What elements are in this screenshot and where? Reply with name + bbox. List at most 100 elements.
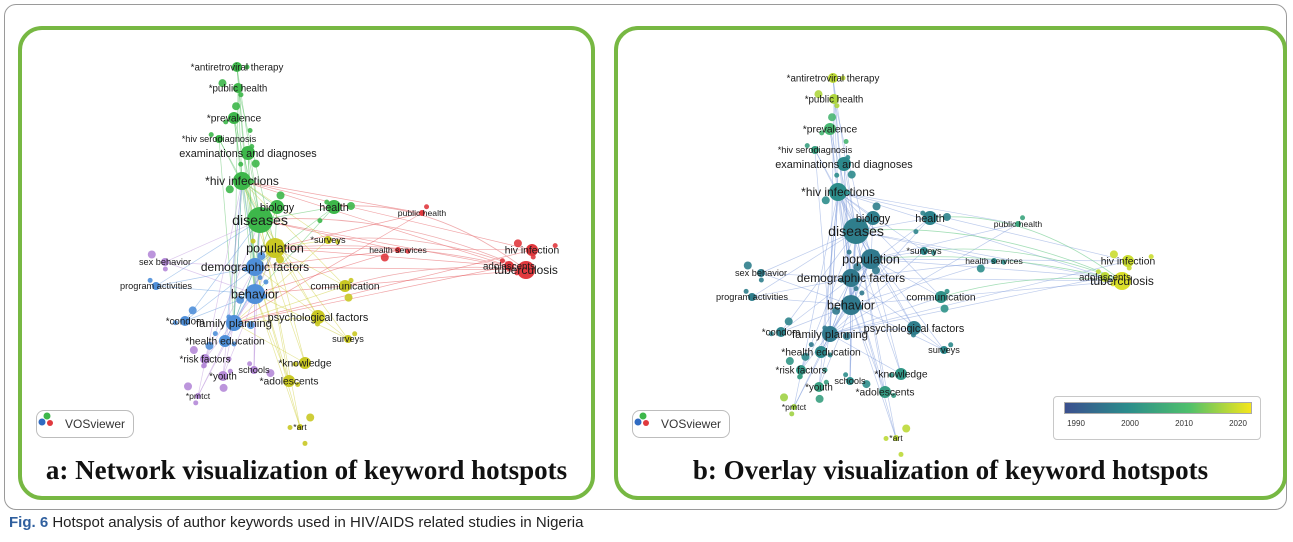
unlabeled-node [227, 368, 233, 374]
link [233, 322, 306, 364]
link [254, 249, 399, 295]
keyword-node [152, 282, 160, 290]
link [832, 77, 852, 279]
keyword-label: *prevalence [207, 114, 262, 125]
keyword-node [829, 183, 847, 201]
unlabeled-node [1020, 215, 1026, 221]
keyword-label: sex behavior [139, 257, 191, 267]
legend-tick: 2000 [1121, 419, 1139, 428]
keyword-node [822, 326, 838, 342]
keyword-label: surveys [928, 345, 960, 355]
long-link [929, 216, 1123, 282]
link [837, 191, 1019, 225]
unlabeled-node [898, 451, 904, 457]
keyword-label: behavior [827, 298, 875, 312]
keyword-node [879, 386, 891, 398]
link [837, 191, 942, 298]
keyword-node [245, 284, 265, 304]
link [849, 304, 852, 382]
keyword-label: *knowledge [278, 359, 332, 370]
link [233, 117, 261, 221]
keyword-node [841, 295, 861, 315]
link [829, 296, 942, 335]
unlabeled-node [1001, 259, 1007, 265]
link [164, 261, 256, 295]
unlabeled-node [246, 321, 255, 330]
link [780, 277, 852, 333]
link [254, 266, 527, 271]
keyword-node [161, 258, 169, 266]
unlabeled-node [944, 288, 950, 294]
keyword-label: diseases [828, 223, 884, 239]
unlabeled-node [238, 92, 244, 98]
keyword-label: communication [906, 293, 976, 304]
keyword-node [757, 269, 765, 277]
unlabeled-node [302, 440, 308, 446]
link [855, 230, 995, 262]
vosviewer-badge: VOSviewer [36, 410, 135, 438]
link [224, 180, 243, 342]
vosviewer-logo-icon [634, 412, 657, 432]
keyword-node [811, 146, 819, 154]
vosviewer-label: VOSviewer [661, 417, 722, 431]
keyword-label: *health education [781, 348, 861, 359]
link [259, 219, 399, 251]
unlabeled-node [822, 367, 828, 373]
link [218, 138, 235, 324]
keyword-label: tuberculosis [494, 263, 558, 277]
keyword-label: surveys [332, 334, 364, 344]
link [197, 322, 235, 397]
link [254, 266, 349, 340]
unlabeled-node [942, 212, 951, 221]
long-link [940, 277, 1123, 298]
unlabeled-node [823, 379, 829, 385]
keyword-label: adolescents [483, 261, 535, 272]
keyword-label: *condom [166, 316, 204, 327]
unlabeled-node [842, 332, 851, 341]
link [829, 223, 1019, 335]
unlabeled-node [219, 383, 228, 392]
unlabeled-node [768, 331, 774, 337]
unlabeled-node [147, 250, 156, 259]
keyword-label: *surveys [310, 235, 346, 245]
figure-caption: Fig. 6 Hotspot analysis of author keywor… [9, 514, 583, 531]
keyword-label: *art [889, 433, 903, 443]
link [829, 250, 925, 335]
unlabeled-node [236, 295, 245, 304]
unlabeled-node [223, 119, 229, 125]
keyword-node [866, 211, 880, 225]
link [233, 266, 256, 324]
panel-a-caption: a: Network visualization of keyword hots… [45, 455, 568, 485]
keyword-node [828, 73, 838, 83]
link [751, 296, 852, 306]
keyword-node [940, 346, 948, 354]
keyword-label: *adolescents [260, 377, 319, 388]
vosviewer-badge: VOSviewer [632, 410, 731, 438]
link [233, 249, 533, 324]
link [184, 266, 256, 322]
unlabeled-node [226, 356, 232, 362]
link [843, 163, 852, 279]
keyword-node [842, 269, 860, 287]
keyword-label: *pmtct [782, 402, 807, 412]
link [254, 269, 527, 295]
keyword-label: *pmtct [186, 391, 211, 401]
keyword-label: family planning [196, 318, 272, 330]
link [164, 219, 261, 263]
unlabeled-node [344, 293, 353, 302]
keyword-label: psychological factors [268, 312, 369, 324]
link [829, 333, 902, 375]
link [800, 230, 857, 371]
keyword-node [843, 218, 869, 244]
keyword-node [219, 335, 231, 347]
keyword-node [1122, 255, 1134, 267]
keyword-label: family planning [792, 329, 868, 341]
link [850, 304, 945, 351]
link [820, 191, 839, 353]
keyword-node [226, 315, 242, 331]
link [855, 230, 1123, 282]
link [760, 272, 852, 306]
panel-b-caption: b: Overlay visualization of keyword hots… [692, 455, 1209, 485]
link [829, 277, 852, 335]
keyword-label: public health [398, 208, 447, 218]
